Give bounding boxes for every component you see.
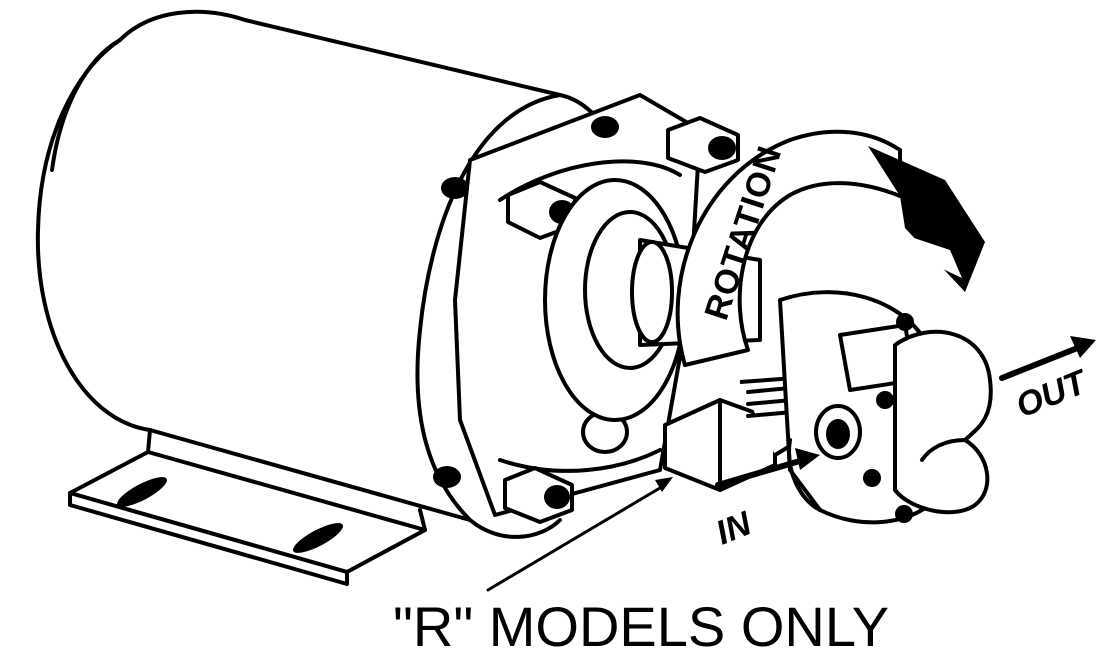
leader-line <box>486 477 673 592</box>
mounting-studs <box>433 116 740 524</box>
mounting-foot <box>68 428 427 586</box>
pump-head <box>778 290 993 525</box>
port-arrows <box>715 336 1096 488</box>
r-models-note: "R" MODELS ONLY <box>393 595 889 652</box>
in-port-label: IN <box>711 504 758 553</box>
relief-valve <box>663 376 802 492</box>
